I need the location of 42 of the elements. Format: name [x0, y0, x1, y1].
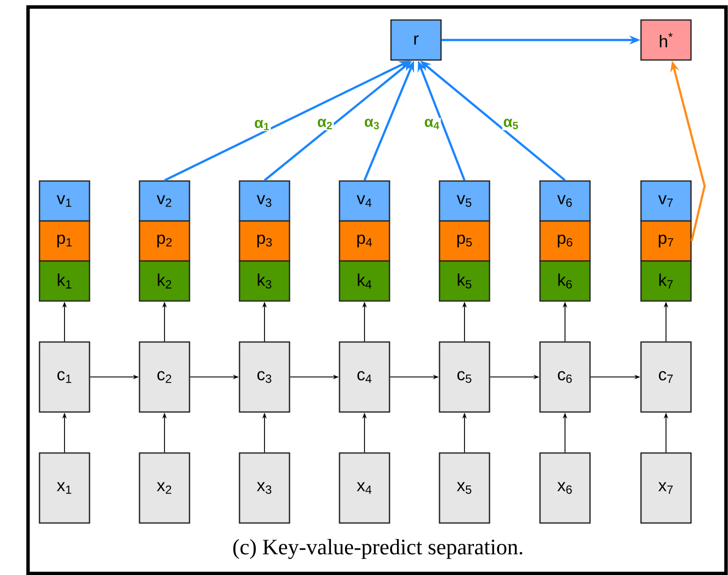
- predict-box: p$_{4}$: [338, 220, 390, 262]
- input-box: x$_{2}$: [138, 452, 190, 524]
- key-box: k$_{7}$: [640, 260, 692, 302]
- cell-box: c$_{4}$: [338, 341, 390, 413]
- predict-box: p$_{3}$: [238, 220, 290, 262]
- cell-box: c$_{5}$: [438, 341, 490, 413]
- cell-box: c$_{6}$: [539, 341, 591, 413]
- input-box: x$_{3}$: [238, 452, 290, 524]
- r-box: r: [390, 19, 442, 61]
- value-box: v$_{5}$: [438, 180, 490, 222]
- predict-box: p$_{7}$: [640, 220, 692, 262]
- predict-box: p$_{2}$: [138, 220, 190, 262]
- input-box: x$_{7}$: [640, 452, 692, 524]
- edge-label: α$_{3}$: [363, 118, 381, 130]
- edge-label: α$_{1}$: [253, 118, 271, 132]
- edge-label: α$_{4}$: [423, 118, 441, 130]
- cell-box: c$_{2}$: [138, 341, 190, 413]
- predict-box: p$_{6}$: [539, 220, 591, 262]
- input-box: x$_{4}$: [338, 452, 390, 524]
- key-box: k$_{5}$: [438, 260, 490, 302]
- cell-box: c$_{1}$: [38, 341, 90, 413]
- key-box: k$_{3}$: [238, 260, 290, 302]
- predict-box: p$_{5}$: [438, 220, 490, 262]
- input-box: x$_{5}$: [438, 452, 490, 524]
- edge-label: α$_{2}$: [316, 118, 334, 130]
- value-box: v$_{1}$: [38, 180, 90, 222]
- key-box: k$_{6}$: [539, 260, 591, 302]
- value-box: v$_{6}$: [539, 180, 591, 222]
- input-box: x$_{6}$: [539, 452, 591, 524]
- predict-box: p$_{1}$: [38, 220, 90, 262]
- key-box: k$_{4}$: [338, 260, 390, 302]
- value-box: v$_{2}$: [138, 180, 190, 222]
- key-box: k$_{2}$: [138, 260, 190, 302]
- cell-box: c$_{7}$: [640, 341, 692, 413]
- input-box: x$_{1}$: [38, 452, 90, 524]
- cell-box: c$_{3}$: [238, 341, 290, 413]
- value-box: v$_{7}$: [640, 180, 692, 222]
- value-box: v$_{4}$: [338, 180, 390, 222]
- edge-label: α$_{5}$: [502, 118, 520, 130]
- key-box: k$_{1}$: [38, 260, 90, 302]
- caption: (c) Key-value-predict separation.: [233, 538, 522, 559]
- value-box: v$_{3}$: [238, 180, 290, 222]
